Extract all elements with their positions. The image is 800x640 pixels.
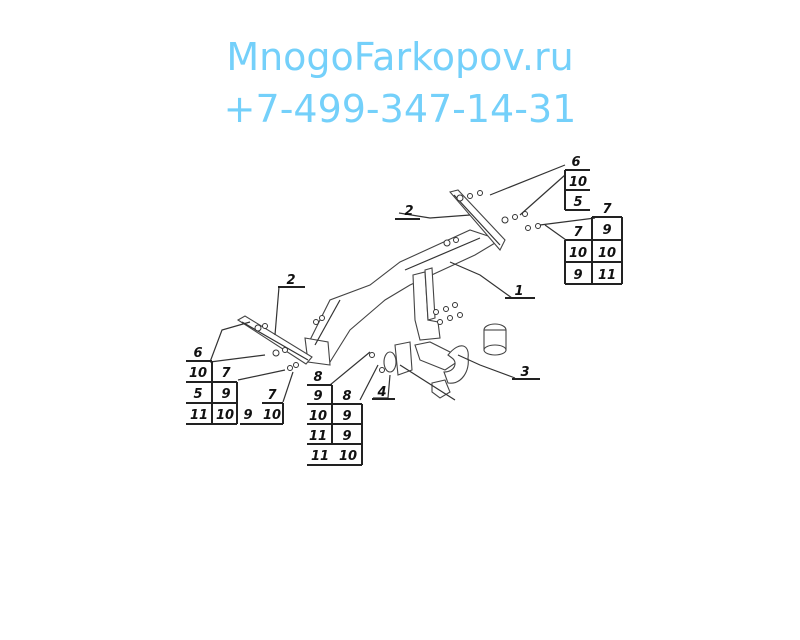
- table-cell: 9: [221, 387, 230, 402]
- table-cell: 10: [569, 246, 587, 261]
- table-cell: 6: [571, 155, 580, 170]
- socket-plate: [383, 341, 456, 401]
- watermark-phone: +7-499-347-14-31: [224, 87, 577, 131]
- table-cell: 8: [313, 370, 322, 385]
- table-grids: [186, 169, 623, 466]
- part-label-2-left: 2: [286, 273, 295, 288]
- table-cell: 8: [342, 389, 351, 404]
- right-bracket: [449, 189, 506, 251]
- table-cell: 7: [573, 225, 583, 240]
- table-cell: 9: [602, 223, 611, 238]
- table-cell: 9: [313, 389, 322, 404]
- table-cell: 6: [193, 346, 202, 361]
- table-cell: 9: [243, 408, 252, 423]
- table-cell: 5: [193, 387, 202, 402]
- table-cell: 10: [309, 409, 327, 424]
- fasteners: [254, 190, 541, 373]
- part-label-2-right: 2: [404, 204, 413, 219]
- table-cell: 9: [573, 268, 582, 283]
- table-cell: 5: [573, 195, 582, 210]
- part-label-4: 4: [376, 385, 386, 400]
- table-cell: 10: [216, 408, 234, 423]
- table-cell: 11: [190, 408, 208, 423]
- table-cell: 11: [311, 449, 329, 464]
- table-cell: 9: [342, 409, 351, 424]
- table-cell: 10: [339, 449, 357, 464]
- table-cell: 10: [263, 408, 281, 423]
- table-cell: 10: [189, 366, 207, 381]
- table-cell: 9: [342, 429, 351, 444]
- table-cell: 7: [602, 202, 612, 217]
- part-label-3: 3: [520, 365, 529, 380]
- table-cell: 7: [221, 366, 231, 381]
- table-cell: 11: [309, 429, 327, 444]
- part-label-1: 1: [514, 284, 523, 299]
- watermark-site: MnogoFarkopov.ru: [226, 35, 573, 79]
- leader-lines: [209, 164, 596, 403]
- table-cell: 11: [598, 268, 616, 283]
- table-cell: 10: [569, 175, 587, 190]
- table-cell: 7: [267, 388, 277, 403]
- ball-mount: [414, 323, 507, 384]
- table-cell: 10: [598, 246, 616, 261]
